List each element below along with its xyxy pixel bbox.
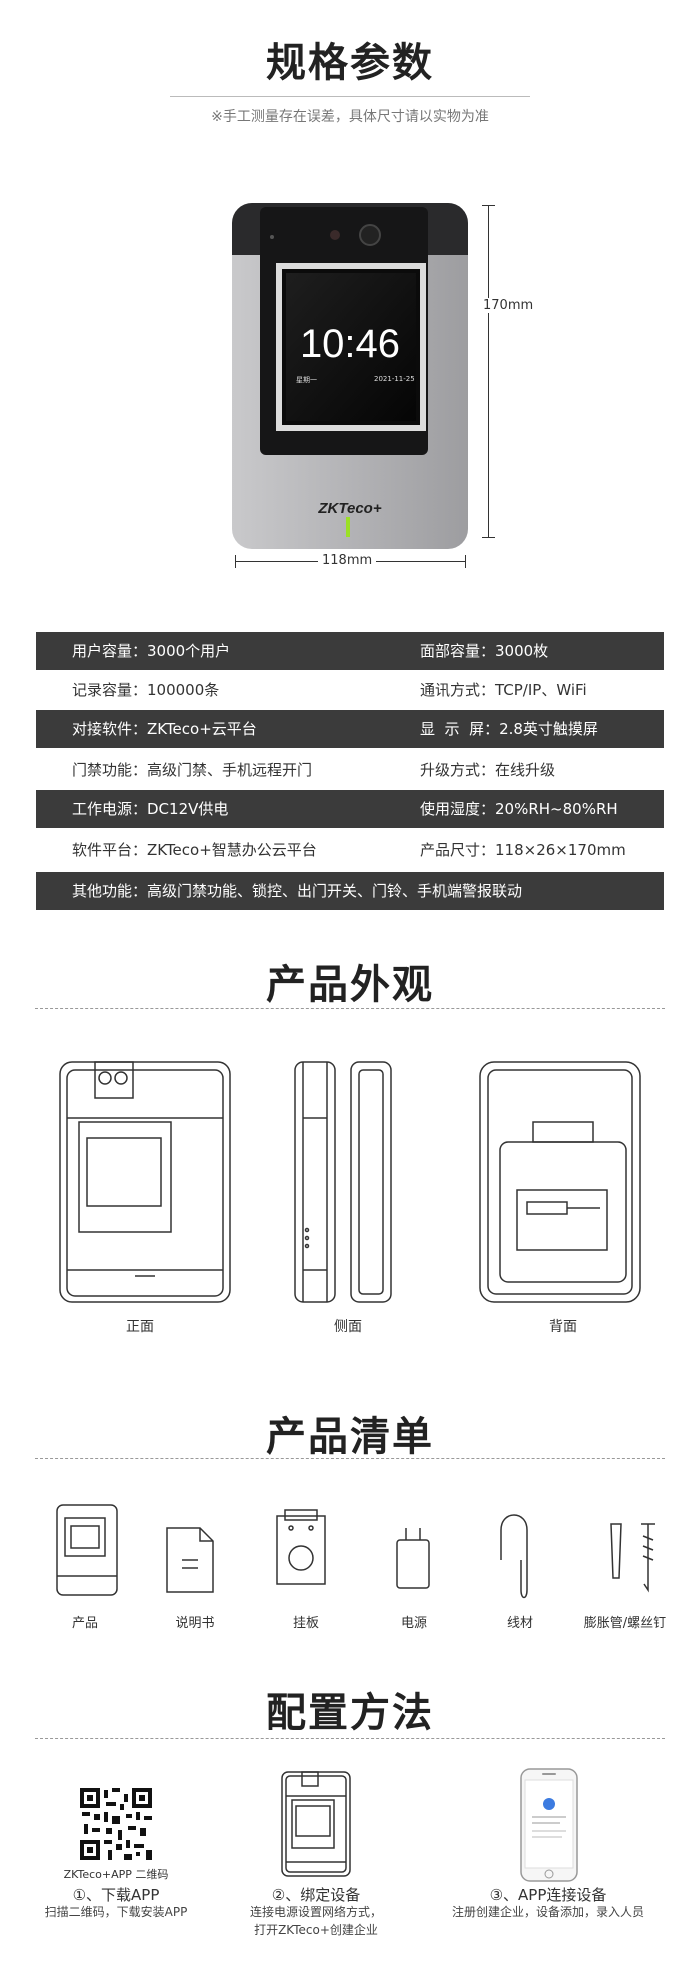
step-1-title: ①、下载APP [72,1886,160,1904]
screws-icon [610,1523,655,1593]
spec-note: ※手工测量存在误差，具体尺寸请以实物为准 [211,109,489,125]
back-view-drawing [479,1061,641,1303]
manual-icon [166,1527,214,1593]
step-2-desc-line1: 连接电源设置网络方式， [249,1905,382,1919]
appearance-title: 产品外观 [266,962,434,1008]
qr-code-icon [80,1788,152,1860]
power-adapter-icon [396,1528,430,1589]
step-3-title: ③、APP连接设备 [489,1886,607,1904]
screen-date: 2021-11-25 [374,375,415,383]
spec-row: 工作电源：DC12V供电 使用湿度：20%RH~80%RH [36,790,664,828]
step-3-desc: 注册创建企业，设备添加，录入人员 [451,1905,644,1919]
view-label-front: 正面 [126,1319,154,1335]
height-dim-tick-top [482,205,495,206]
spec-right: 面部容量：3000枚 [420,642,549,660]
package-item-label: 膨胀管/螺丝钉 [583,1616,667,1631]
package-icons [56,1504,655,1599]
step-2-desc-line2: 打开ZKTeco+创建企业 [254,1923,378,1937]
width-dim-tick-right [465,555,466,568]
width-label: 118mm [318,553,377,568]
config-title: 配置方法 [266,1690,434,1736]
height-label: 170mm [483,298,534,313]
height-dim-tick-bottom [482,537,495,538]
spec-row: 其他功能：高级门禁功能、锁控、出门开关、门铃、手机端警报联动 [36,872,664,910]
width-dim-tick-left [235,555,236,568]
package-item-label: 挂板 [292,1616,319,1631]
device-outline-icon [281,1771,351,1877]
device-photo [232,203,468,549]
spec-right: 显 示 屏：2.8英寸触摸屏 [420,720,598,738]
spec-left: 软件平台：ZKTeco+智慧办公云平台 [72,841,317,859]
product-icon [56,1504,118,1596]
appearance-drawings [59,1061,641,1303]
view-label-side: 侧面 [334,1319,362,1335]
spec-row: 用户容量：3000个用户 面部容量：3000枚 [36,632,664,670]
spec-left: 工作电源：DC12V供电 [72,800,229,818]
step-2-title: ②、绑定设备 [271,1886,361,1904]
spec-right: 使用湿度：20%RH~80%RH [420,800,618,818]
screen-weekday: 星期一 [296,376,317,384]
spec-left: 其他功能：高级门禁功能、锁控、出门开关、门铃、手机端警报联动 [72,882,523,900]
dashed-divider [35,1458,665,1459]
spec-left: 记录容量：100000条 [72,681,220,699]
package-item-label: 线材 [506,1616,533,1631]
spec-right: 通讯方式：TCP/IP、WiFi [420,681,587,699]
spec-title: 规格参数 [266,40,434,86]
side-view-drawing [294,1061,392,1303]
spec-left: 用户容量：3000个用户 [72,642,231,660]
spec-row: 对接软件：ZKTeco+云平台 显 示 屏：2.8英寸触摸屏 [36,710,664,748]
package-item-label: 产品 [71,1616,98,1631]
phone-app-icon [520,1768,578,1882]
package-title: 产品清单 [266,1414,434,1460]
height-dim-line [488,205,489,537]
spec-left: 门禁功能：高级门禁、手机远程开门 [72,761,313,779]
qr-label: ZKTeco+APP 二维码 [63,1868,169,1881]
cable-icon [500,1514,528,1599]
front-view-drawing [59,1061,231,1303]
spec-row: 记录容量：100000条 通讯方式：TCP/IP、WiFi [36,671,664,709]
package-item-label: 电源 [400,1616,427,1631]
package-item-label: 说明书 [175,1616,215,1631]
dashed-divider [35,1008,665,1009]
screen-time: 10:46 [299,322,401,366]
title-divider [170,96,530,97]
spec-left: 对接软件：ZKTeco+云平台 [72,720,257,738]
spec-right: 产品尺寸：118×26×170mm [420,841,626,859]
spec-right: 升级方式：在线升级 [420,761,556,779]
dashed-divider [35,1738,665,1739]
step-1-desc: 扫描二维码，下载安装APP [44,1905,188,1919]
mount-plate-icon [276,1509,326,1585]
spec-row: 软件平台：ZKTeco+智慧办公云平台 产品尺寸：118×26×170mm [36,831,664,869]
spec-row: 门禁功能：高级门禁、手机远程开门 升级方式：在线升级 [36,751,664,789]
view-label-back: 背面 [549,1319,577,1335]
device-logo: ZKTeco+ [318,500,382,517]
